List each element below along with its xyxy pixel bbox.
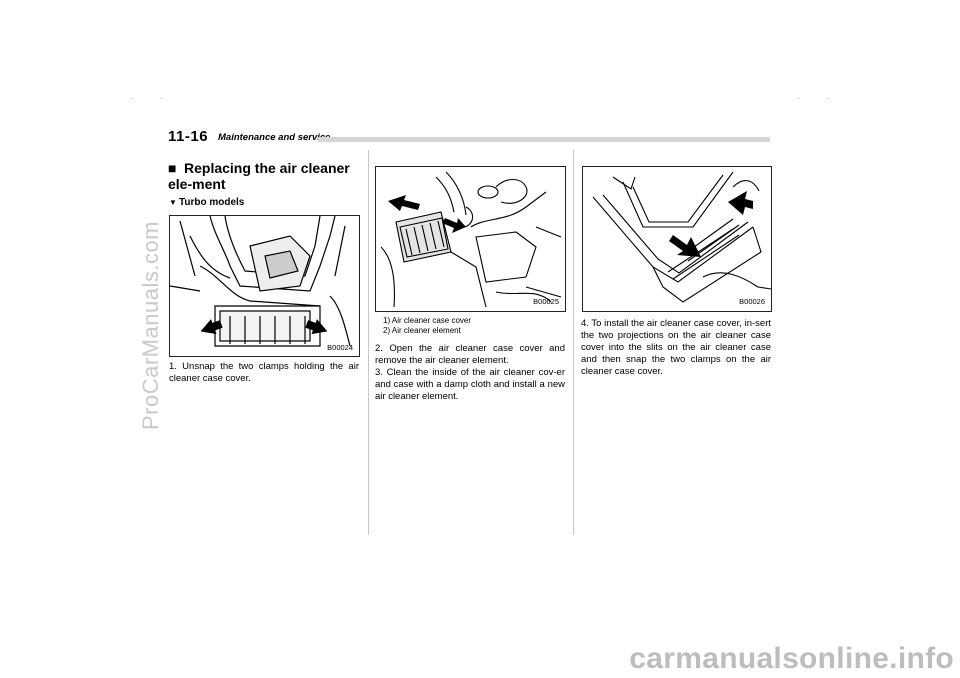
engine-clamps-illustration xyxy=(170,216,351,347)
remove-element-illustration xyxy=(380,171,562,308)
triangle-bullet-icon: ▼ xyxy=(169,198,177,207)
figure-code: B00025 xyxy=(533,297,559,306)
subheading: ▼Turbo models xyxy=(169,197,244,208)
square-bullet-icon: ■ xyxy=(168,160,177,176)
section-heading: ■Replacing the air cleaner ele-ment xyxy=(168,160,364,192)
section-title: Maintenance and service xyxy=(218,132,331,143)
header-rule xyxy=(318,137,770,142)
column-divider-1 xyxy=(368,150,369,535)
figure-code: B00026 xyxy=(739,297,765,306)
figure-open-cover: B00025 xyxy=(375,166,566,312)
install-cover-illustration xyxy=(592,171,771,303)
callout-2: 2) Air cleaner element xyxy=(383,326,461,335)
step-3-text: 3. Clean the inside of the air cleaner c… xyxy=(375,367,565,402)
subheading-text: Turbo models xyxy=(179,197,245,208)
page-number: 11-16 xyxy=(168,128,209,145)
figure-install-cover: B00026 xyxy=(582,166,772,312)
figure-code: B00024 xyxy=(327,343,353,352)
step-2-text: 2. Open the air cleaner case cover and r… xyxy=(375,343,565,366)
figure-turbo-clamps: B00024 xyxy=(169,215,360,357)
step-4-text: 4. To install the air cleaner case cover… xyxy=(581,318,771,377)
side-watermark: ProCarManuals.com xyxy=(138,220,163,430)
column-divider-2 xyxy=(573,150,574,535)
heading-text: Replacing the air cleaner ele-ment xyxy=(168,160,350,192)
callout-1: 1) Air cleaner case cover xyxy=(383,316,472,325)
bottom-watermark: carmanualsonline.info xyxy=(629,642,954,675)
step-1-text: 1. Unsnap the two clamps holding the air… xyxy=(169,361,359,384)
crop-marks xyxy=(130,98,830,99)
